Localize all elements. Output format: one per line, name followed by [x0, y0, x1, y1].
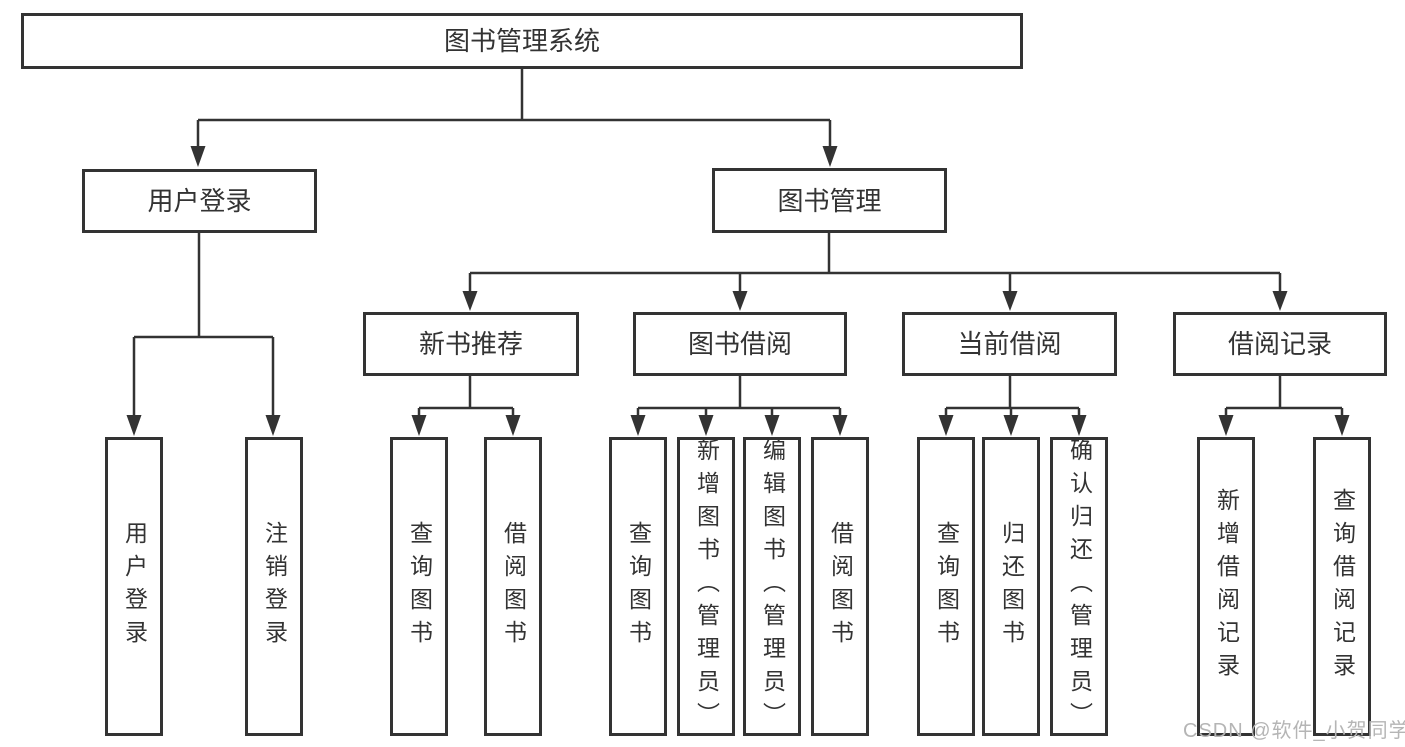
- node-current-borrowing: 当前借阅: [902, 312, 1117, 376]
- node-root: 图书管理系统: [21, 13, 1023, 69]
- watermark: CSDN @软件_小贺同学: [1183, 720, 1405, 742]
- leaf-query-book-borrowing: 查询图书: [609, 437, 667, 736]
- leaf-query-borrow-record-label: 查询借阅记录: [1329, 487, 1356, 686]
- leaf-add-book-admin-label: 新增图书（管理员）: [693, 438, 720, 735]
- leaf-confirm-return-admin-label: 确认归还（管理员）: [1066, 438, 1093, 735]
- node-user-login-label: 用户登录: [147, 186, 252, 216]
- leaf-confirm-return-admin: 确认归还（管理员）: [1050, 437, 1108, 736]
- node-new-book-recommend-label: 新书推荐: [418, 329, 523, 359]
- leaf-borrow-book: 借阅图书: [811, 437, 869, 736]
- node-book-management-label: 图书管理: [777, 185, 882, 216]
- leaf-edit-book-admin: 编辑图书（管理员）: [743, 437, 801, 736]
- leaf-borrow-book-recommend-label: 借阅图书: [500, 520, 527, 653]
- leaf-add-book-admin: 新增图书（管理员）: [677, 437, 735, 736]
- node-root-label: 图书管理系统: [443, 26, 600, 56]
- leaf-user-login-label: 用户登录: [121, 520, 148, 653]
- leaf-query-borrow-record: 查询借阅记录: [1313, 437, 1371, 736]
- leaf-logout-label: 注销登录: [261, 520, 288, 653]
- leaf-return-book: 归还图书: [982, 437, 1040, 736]
- leaf-add-borrow-record-label: 新增借阅记录: [1213, 487, 1240, 686]
- node-borrow-records: 借阅记录: [1173, 312, 1387, 376]
- node-book-borrowing: 图书借阅: [633, 312, 847, 376]
- node-user-login: 用户登录: [82, 169, 317, 233]
- node-book-borrowing-label: 图书借阅: [687, 329, 792, 359]
- leaf-borrow-book-label: 借阅图书: [827, 520, 854, 653]
- node-new-book-recommend: 新书推荐: [363, 312, 579, 376]
- leaf-query-book-borrowing-label: 查询图书: [625, 520, 652, 653]
- leaf-query-book-current-label: 查询图书: [933, 520, 960, 653]
- leaf-logout: 注销登录: [245, 437, 303, 736]
- leaf-add-borrow-record: 新增借阅记录: [1197, 437, 1255, 736]
- leaf-query-book-recommend: 查询图书: [390, 437, 448, 736]
- node-book-management: 图书管理: [712, 168, 947, 233]
- node-current-borrowing-label: 当前借阅: [957, 329, 1062, 359]
- leaf-user-login: 用户登录: [105, 437, 163, 736]
- leaf-edit-book-admin-label: 编辑图书（管理员）: [759, 438, 786, 735]
- leaf-query-book-recommend-label: 查询图书: [406, 520, 433, 653]
- node-borrow-records-label: 借阅记录: [1227, 329, 1332, 359]
- leaf-return-book-label: 归还图书: [998, 520, 1025, 653]
- leaf-borrow-book-recommend: 借阅图书: [484, 437, 542, 736]
- leaf-query-book-current: 查询图书: [917, 437, 975, 736]
